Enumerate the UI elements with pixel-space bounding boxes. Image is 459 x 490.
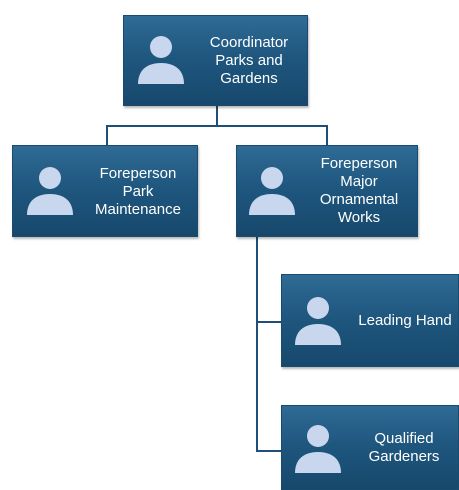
coordinator-label: Coordinator Parks and Gardens bbox=[209, 34, 289, 87]
connector-left-drop bbox=[106, 125, 108, 146]
connector-branch-gardeners bbox=[256, 450, 282, 452]
node-coordinator[interactable]: Coordinator Parks and Gardens bbox=[123, 15, 308, 106]
connector-branch-leading-hand bbox=[256, 321, 282, 323]
leading-hand-label: Leading Hand bbox=[358, 312, 452, 329]
node-qualified-gardeners[interactable]: Qualified Gardeners bbox=[281, 405, 459, 490]
qualified-gardeners-label: Qualified Gardeners bbox=[368, 430, 440, 465]
foreperson-park-label: Foreperson Park Maintenance bbox=[95, 165, 181, 218]
connector-right-drop bbox=[326, 125, 328, 146]
person-icon bbox=[293, 423, 343, 475]
node-leading-hand[interactable]: Leading Hand bbox=[281, 274, 459, 367]
person-icon bbox=[136, 34, 186, 86]
node-foreperson-park-maintenance[interactable]: Foreperson Park Maintenance bbox=[12, 145, 198, 237]
person-icon bbox=[293, 295, 343, 347]
node-foreperson-major-ornamental-works[interactable]: Foreperson Major Ornamental Works bbox=[236, 145, 418, 237]
person-icon bbox=[247, 165, 297, 217]
person-icon bbox=[25, 165, 75, 217]
connector-top-horizontal bbox=[107, 125, 327, 127]
foreperson-major-label: Foreperson Major Ornamental Works bbox=[319, 155, 399, 226]
connector-top-vertical bbox=[216, 105, 218, 126]
connector-branch-vertical bbox=[256, 237, 258, 451]
